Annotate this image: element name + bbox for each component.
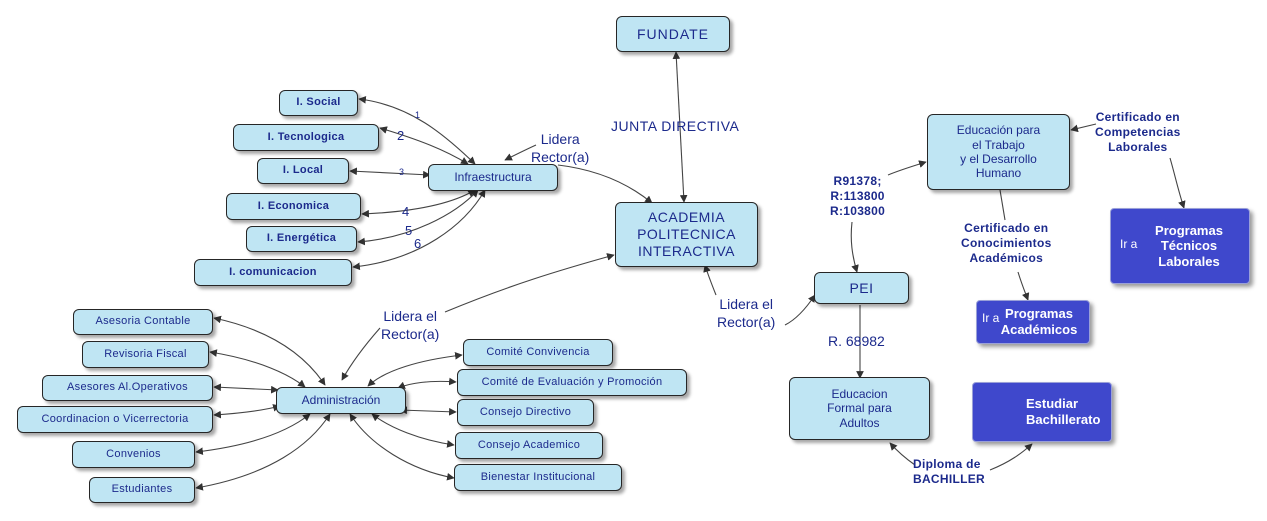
edge-admin-academia — [444, 253, 615, 313]
edge-admin-academico — [371, 413, 455, 448]
edge-number-5: 5 — [405, 223, 413, 238]
edge-infra-academia — [557, 164, 653, 204]
node-asesores[interactable]: Asesores Al.Operativos — [42, 375, 213, 401]
node-convenios[interactable]: Convenios — [72, 441, 195, 468]
node-comite-evaluacion[interactable]: Comité de Evaluación y Promoción — [457, 369, 687, 396]
edge-diploma-formal — [889, 442, 916, 466]
node-infraestructura[interactable]: Infraestructura — [428, 164, 558, 191]
edge-infra-comu — [352, 189, 486, 271]
node-academia[interactable]: ACADEMIA POLITECNICA INTERACTIVA — [615, 202, 758, 267]
label-junta-directiva: JUNTA DIRECTIVA — [611, 118, 740, 134]
node-administracion[interactable]: Administración — [276, 387, 406, 414]
edge-lidera-pei — [784, 294, 816, 326]
edge-number-1: 1 — [415, 110, 421, 120]
edge-infra-tecno — [379, 126, 469, 165]
edge-lidera-academia — [703, 264, 717, 296]
node-consejo-directivo[interactable]: Consejo Directivo — [457, 399, 594, 426]
edge-cert2-academicos — [1017, 271, 1030, 301]
edge-admin-estudiantes — [195, 413, 331, 491]
edge-number-6: 6 — [414, 236, 422, 251]
ir-a-link-academicos[interactable]: Ir a — [982, 311, 1000, 325]
label-resoluciones: R91378; R:113800 R:103800 — [830, 174, 886, 218]
edge-trabajo-cert2 — [999, 189, 1006, 221]
edge-admin-convivencia — [367, 351, 463, 387]
edge-fundate-academia — [672, 51, 688, 203]
node-pei[interactable]: PEI — [814, 272, 909, 304]
edge-cert-trabajo — [1070, 123, 1097, 133]
label-r68982: R. 68982 — [828, 333, 885, 349]
edge-admin-convenios — [195, 413, 311, 456]
node-i-tecnologica[interactable]: I. Tecnologica — [233, 124, 379, 151]
edge-lidera-infra — [504, 144, 537, 161]
label-cert-competencias: Certificado en Competencias Laborales — [1095, 110, 1181, 154]
node-educacion-trabajo[interactable]: Educación para el Trabajo y el Desarroll… — [927, 114, 1070, 190]
label-lidera-rector-admin: Lidera el Rector(a) — [381, 308, 440, 342]
edge-infra-local — [349, 167, 431, 179]
edge-admin-bienestar — [349, 413, 455, 481]
node-educacion-formal[interactable]: Educacion Formal para Adultos — [789, 377, 930, 440]
node-i-comunicacion[interactable]: I. comunicacion — [194, 259, 352, 286]
node-i-social[interactable]: I. Social — [279, 90, 358, 116]
edge-number-2: 2 — [397, 128, 405, 143]
edge-admin-asesores — [213, 383, 279, 394]
node-revisoria-fiscal[interactable]: Revisoria Fiscal — [82, 341, 209, 368]
edge-lidera-admin — [341, 327, 381, 381]
node-estudiantes[interactable]: Estudiantes — [89, 477, 195, 503]
node-consejo-academico[interactable]: Consejo Academico — [455, 432, 603, 459]
node-programas-academicos[interactable]: Programas Académicos — [976, 300, 1090, 344]
label-cert-conocimientos: Certificado en Conocimientos Académicos — [961, 221, 1052, 265]
edge-res-pei — [850, 221, 859, 273]
edge-admin-evaluacion — [397, 377, 457, 389]
edge-res-trabajo — [887, 160, 927, 176]
label-lidera-rector-pei: Lidera el Rector(a) — [717, 296, 776, 330]
edge-admin-revisoria — [209, 349, 306, 388]
node-bienestar[interactable]: Bienestar Institucional — [454, 464, 622, 491]
node-programas-tecnicos[interactable]: Programas Técnicos Laborales — [1110, 208, 1250, 284]
edge-admin-coord — [213, 404, 281, 419]
node-comite-convivencia[interactable]: Comité Convivencia — [463, 339, 613, 366]
label-lidera-rector-infra: Lidera Rector(a) — [531, 131, 590, 165]
node-i-economica[interactable]: I. Economica — [226, 193, 361, 220]
ir-a-link-tecnicos[interactable]: Ir a — [1120, 237, 1138, 251]
label-diploma: Diploma de BACHILLER — [913, 457, 986, 486]
node-i-energetica[interactable]: I. Energética — [246, 226, 357, 252]
edge-cert-tecnicos — [1169, 157, 1186, 209]
edge-number-3: 3 — [399, 167, 405, 177]
node-coordinacion[interactable]: Coordinacion o Vicerrectoria — [17, 406, 213, 433]
node-asesoria-contable[interactable]: Asesoria Contable — [73, 309, 213, 335]
edge-diploma-bach — [989, 443, 1033, 471]
node-i-local[interactable]: I. Local — [257, 158, 349, 184]
node-fundate[interactable]: FUNDATE — [616, 16, 730, 52]
edge-infra-eco — [361, 189, 476, 218]
node-estudiar-bachillerato[interactable]: Estudiar Bachillerato — [972, 382, 1112, 442]
edge-admin-contable — [213, 315, 326, 386]
edge-number-4: 4 — [402, 204, 410, 219]
edge-admin-directivo — [399, 406, 457, 416]
